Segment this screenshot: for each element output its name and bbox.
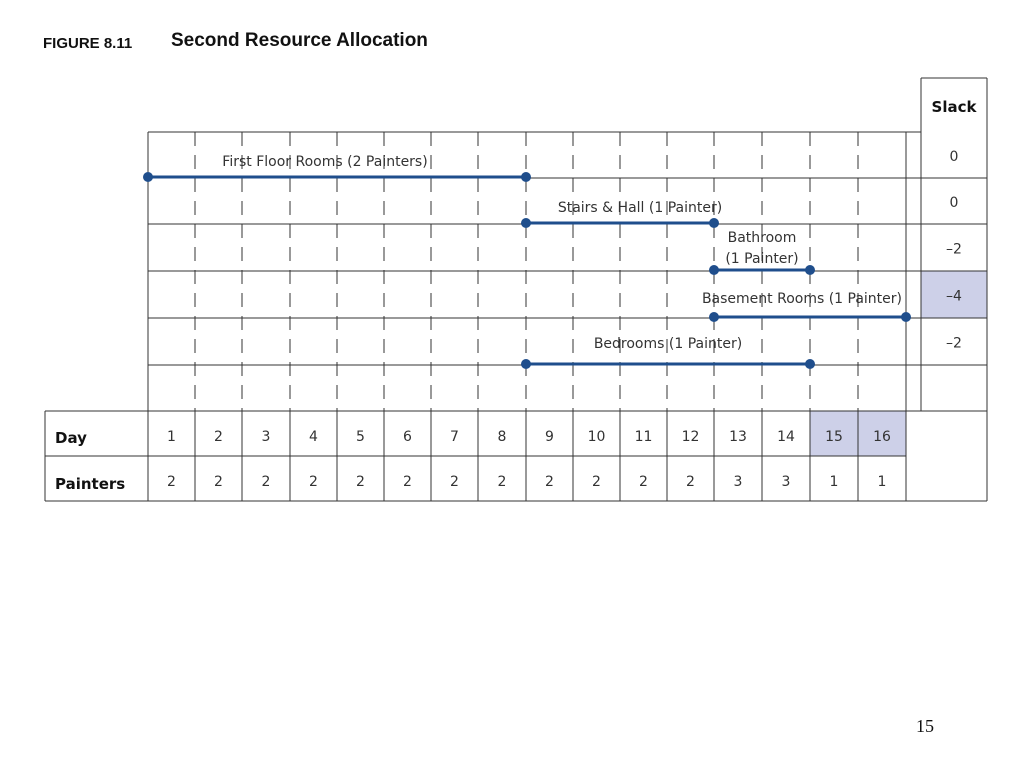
painters-value: 2 — [450, 474, 459, 490]
task-label: (1 Painter) — [725, 251, 798, 267]
day-cell-highlight — [810, 411, 858, 456]
painters-value: 2 — [498, 474, 507, 490]
figure-title: Second Resource Allocation — [171, 30, 428, 51]
slack-cell-highlight — [921, 271, 987, 318]
day-value: 7 — [450, 429, 459, 445]
day-value: 5 — [356, 429, 365, 445]
painters-value: 2 — [403, 474, 412, 490]
day-value: 10 — [588, 429, 606, 445]
task-end-node — [521, 172, 531, 182]
day-value: 12 — [682, 429, 700, 445]
day-value: 9 — [545, 429, 554, 445]
task-start-node — [709, 312, 719, 322]
painters-value: 2 — [309, 474, 318, 490]
painters-row-label: Painters — [55, 475, 125, 493]
task-label: Basement Rooms (1 Painter) — [702, 291, 902, 307]
slack-value: 0 — [950, 195, 959, 211]
slide-number: 15 — [916, 716, 934, 736]
task-start-node — [709, 265, 719, 275]
day-value: 6 — [403, 429, 412, 445]
painters-value: 3 — [782, 474, 791, 490]
slack-value: –2 — [946, 336, 962, 352]
painters-value: 2 — [686, 474, 695, 490]
task-start-node — [521, 218, 531, 228]
day-value: 2 — [214, 429, 223, 445]
task-end-node — [805, 265, 815, 275]
slack-value: –4 — [946, 289, 962, 305]
day-value: 8 — [498, 429, 507, 445]
day-value: 1 — [167, 429, 176, 445]
painters-value: 1 — [830, 474, 839, 490]
day-value: 14 — [777, 429, 795, 445]
slack-header: Slack — [932, 98, 978, 116]
day-value: 13 — [729, 429, 747, 445]
task-start-node — [521, 359, 531, 369]
day-row-label: Day — [55, 429, 87, 447]
day-cell-highlight — [858, 411, 906, 456]
task-end-node — [901, 312, 911, 322]
painters-value: 1 — [878, 474, 887, 490]
painters-value: 2 — [262, 474, 271, 490]
painters-value: 2 — [545, 474, 554, 490]
painters-value: 2 — [592, 474, 601, 490]
day-value: 4 — [309, 429, 318, 445]
day-value: 3 — [262, 429, 271, 445]
task-label: Stairs & Hall (1 Painter) — [558, 200, 722, 216]
slack-value: 0 — [950, 149, 959, 165]
painters-value: 2 — [167, 474, 176, 490]
figure-number: FIGURE 8.11 — [43, 35, 133, 52]
task-label: Bathroom — [728, 230, 797, 246]
day-value: 15 — [825, 429, 843, 445]
day-value: 11 — [635, 429, 653, 445]
task-label: Bedrooms (1 Painter) — [594, 336, 742, 352]
day-value: 16 — [873, 429, 891, 445]
task-end-node — [805, 359, 815, 369]
painters-value: 3 — [734, 474, 743, 490]
painters-value: 2 — [214, 474, 223, 490]
painters-value: 2 — [639, 474, 648, 490]
painters-value: 2 — [356, 474, 365, 490]
slack-value: –2 — [946, 242, 962, 258]
task-label: First Floor Rooms (2 Painters) — [222, 154, 427, 170]
task-end-node — [709, 218, 719, 228]
task-start-node — [143, 172, 153, 182]
